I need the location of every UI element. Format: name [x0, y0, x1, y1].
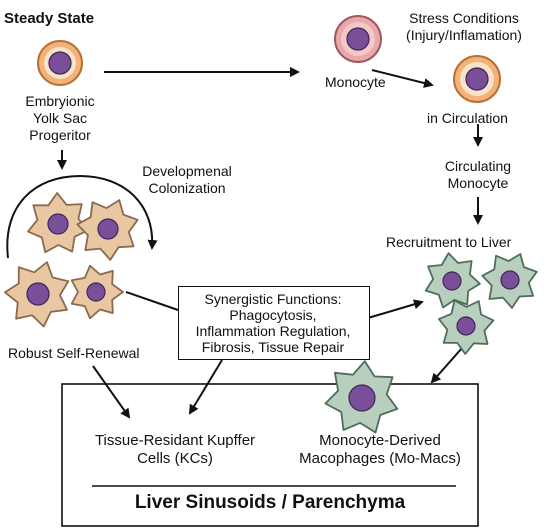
arrow-functions-to-kupffer [188, 359, 223, 415]
kupffer-cell [76, 199, 139, 261]
steady-state-label: Steady State [4, 10, 95, 27]
functions-item-3: Fibrosis, Tissue Repair [201, 339, 345, 355]
progenitor-line-3: Progeritor [29, 127, 91, 143]
arrow-functions-to-macrophages [367, 299, 424, 319]
functions-title: Synergistic Functions: [204, 291, 342, 307]
functions-item-2: Inflammation Regulation, [195, 323, 351, 339]
progenitor-label: Embryionic Yolk Sac Progeritor [2, 93, 118, 144]
connector-renewal-to-functions [125, 291, 179, 311]
macrophage-cell [481, 253, 538, 309]
kupffer-cell [27, 192, 90, 254]
kupffer-cell [70, 264, 124, 320]
kupffer-cell [4, 261, 70, 328]
synergistic-functions-box: Synergistic Functions: Phagocytosis, Inf… [178, 286, 370, 360]
functions-item-1: Phagocytosis, [229, 307, 317, 323]
progenitor-cell [37, 40, 83, 86]
colonization-label: Developmenal Colonization [124, 163, 250, 197]
circulating-line-2: Monocyte [447, 175, 509, 191]
in-circulation-label: in Circulation [427, 110, 508, 126]
macrophage-cell [424, 252, 481, 309]
colonization-arrow [6, 174, 158, 259]
liver-compartment-box [61, 383, 479, 527]
arrow-recruitment-to-momacs [430, 347, 463, 384]
functions-text: Synergistic Functions: Phagocytosis, Inf… [179, 291, 367, 355]
colonization-line-2: Colonization [148, 180, 226, 196]
macrophage-cell [324, 360, 399, 434]
mo-macs-label: Monocyte-Derived Macophages (Mo-Macs) [282, 432, 478, 468]
circulating-monocyte-cell [453, 55, 501, 103]
circulating-monocyte-label: Circulating Monocyte [420, 158, 536, 192]
stress-line-2: (Injury/Inflamation) [406, 27, 522, 43]
kupffer-cells-label: Tissue-Residant Kupffer Cells (KCs) [68, 432, 282, 468]
progenitor-line-2: Yolk Sac [33, 110, 87, 126]
stress-line-1: Stress Conditions [409, 10, 519, 26]
arrow-renewal-to-kupffer [92, 365, 131, 419]
self-renewal-label: Robust Self-Renewal [8, 345, 140, 361]
monocyte-label: Monocyte [325, 74, 386, 90]
kupffer-line-2: Cells (KCs) [137, 450, 213, 467]
progenitor-line-1: Embryionic [25, 93, 95, 109]
liver-sinusoids-title: Liver Sinusoids / Parenchyma [134, 492, 406, 513]
circulating-line-1: Circulating [444, 158, 512, 174]
arrow-monocyte-to-circulation [371, 69, 434, 88]
stress-conditions-label: Stress Conditions (Injury/Inflamation) [378, 10, 550, 44]
momacs-line-2: Macophages (Mo-Macs) [299, 450, 461, 467]
recruitment-label: Recruitment to Liver [386, 234, 512, 250]
monocyte-cell [334, 15, 382, 63]
colonization-line-1: Developmenal [142, 163, 232, 179]
macrophage-cell [438, 299, 495, 355]
kupffer-line-1: Tissue-Residant Kupffer [94, 432, 256, 449]
momacs-line-1: Monocyte-Derived [319, 432, 441, 449]
